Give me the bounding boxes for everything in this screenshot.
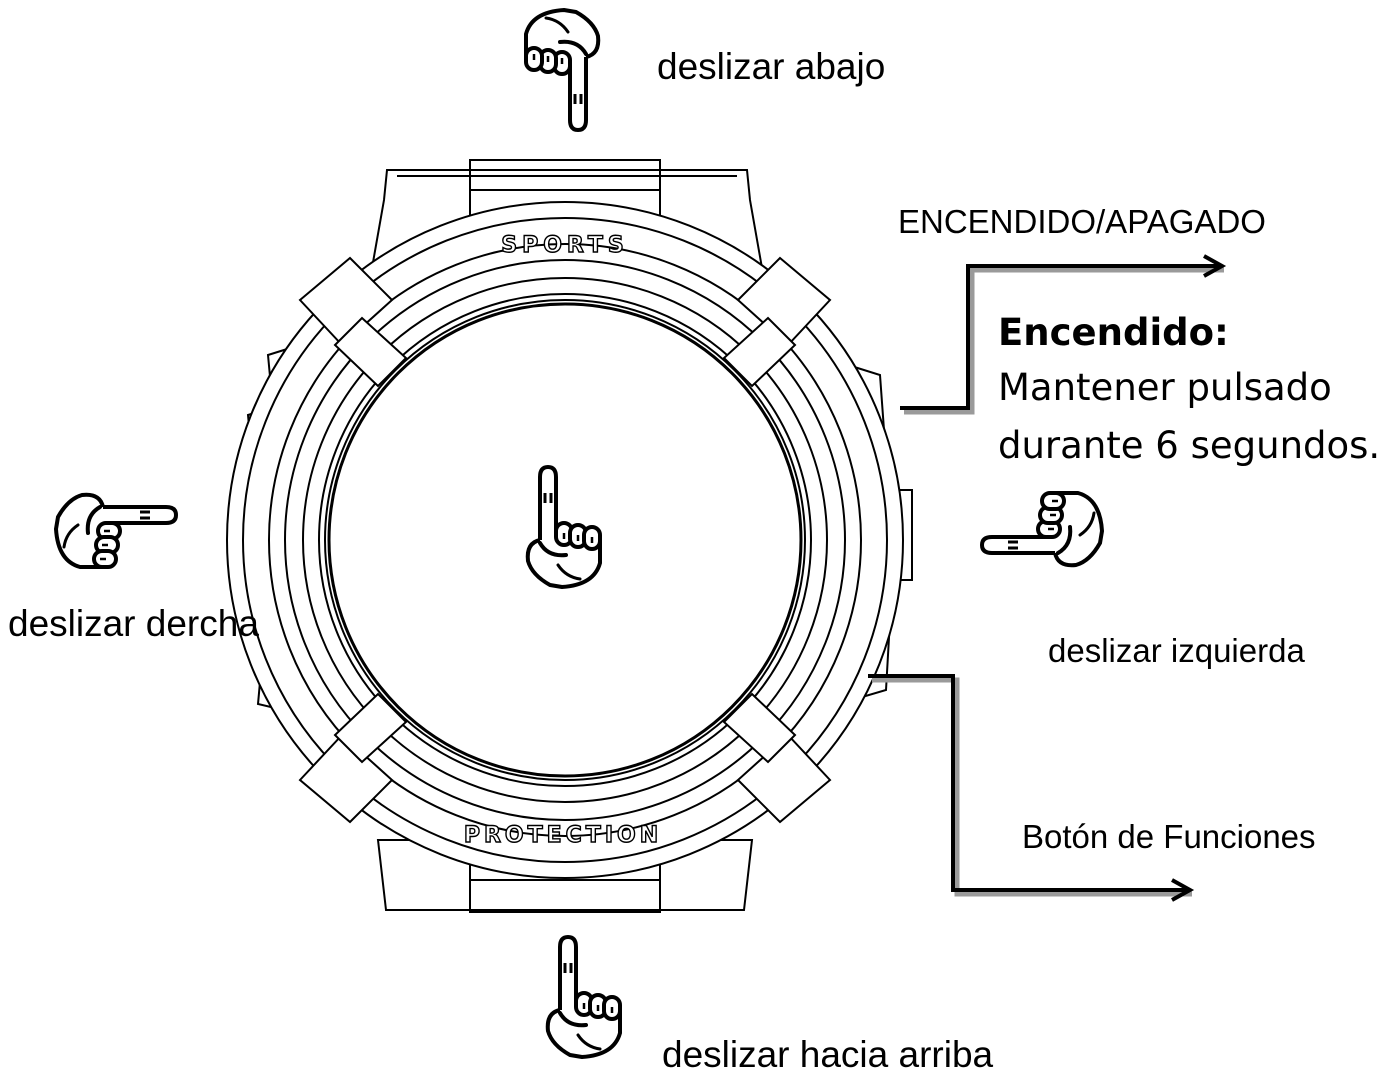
watch-bottom-text: PROTECTION	[464, 823, 662, 848]
watch-top-text: SPORTS	[501, 233, 628, 258]
hand-pointing-left-icon	[980, 491, 1104, 568]
label-swipe-right: deslizar dercha	[8, 603, 259, 644]
function-button-callout-arrow	[868, 674, 1195, 902]
label-swipe-down: deslizar abajo	[657, 46, 886, 87]
power-note-title: Encendido:	[998, 311, 1229, 354]
power-note-line2: durante 6 segundos.	[998, 424, 1381, 467]
label-swipe-up: deslizar hacia arriba	[662, 1034, 994, 1075]
label-power-button: ENCENDIDO/APAGADO	[898, 203, 1266, 240]
power-note-line1: Mantener pulsado	[998, 366, 1332, 409]
power-button-callout-arrow	[900, 254, 1227, 415]
hand-pointing-up-icon	[545, 935, 622, 1059]
label-swipe-left: deslizar izquierda	[1048, 632, 1305, 669]
hand-pointing-right-icon	[54, 492, 178, 569]
hand-pointing-down-icon	[524, 8, 601, 132]
label-function-button: Botón de Funciones	[1022, 818, 1316, 855]
